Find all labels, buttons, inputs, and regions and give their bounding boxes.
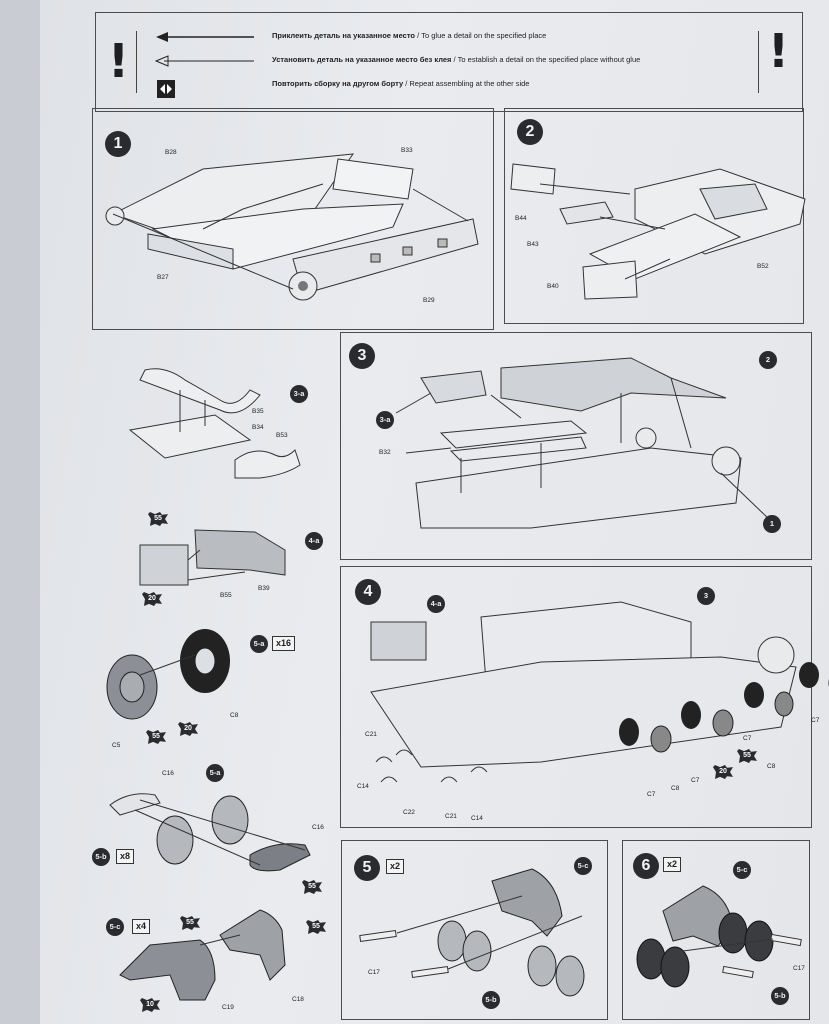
step-1-number: 1 [105, 131, 131, 157]
part-label-c17: C17 [793, 965, 805, 972]
part-label-c7-a: C7 [647, 791, 656, 798]
legend-noglue-line: Установить деталь на указанное место без… [272, 55, 641, 64]
paint-code-55-badge: 55 [306, 920, 326, 934]
ref-step-5a-marker: 5-a [206, 764, 224, 782]
part-label-c17: C17 [368, 969, 380, 976]
part-label-b34: B34 [252, 424, 264, 431]
hull-assembly-drawing [395, 357, 772, 529]
sub-step-4a-number: 4-a [305, 532, 323, 550]
paint-code-20-badge: 20 [713, 765, 733, 779]
part-label-c7-b: C7 [691, 777, 700, 784]
sub-step-5a-number: 5-a [250, 635, 268, 653]
legend-box: ! Приклеить деталь на указанное место / … [95, 12, 803, 112]
ref-step-3-marker: 3 [697, 587, 715, 605]
paint-code-55-badge: 55 [737, 749, 757, 763]
quantity-x8-badge: x8 [116, 849, 135, 864]
hull-lower-parts-drawing [105, 153, 479, 301]
ref-step-4a-marker: 4-a [427, 595, 445, 613]
glue-arrow-icon [156, 32, 254, 42]
part-label-c5: C5 [112, 742, 121, 749]
step-4-number: 4 [355, 579, 381, 605]
mirrored-bogie-assembly-drawing [636, 885, 802, 988]
legend-divider-right [758, 31, 759, 93]
part-label-c7-c: C7 [743, 735, 752, 742]
part-label-b27: B27 [157, 274, 169, 281]
step-3-number: 3 [349, 343, 375, 369]
part-label-c22: C22 [403, 809, 415, 816]
part-label-c19: C19 [222, 1004, 234, 1011]
quantity-x2-badge: x2 [386, 859, 405, 874]
part-label-b32: B32 [379, 449, 391, 456]
part-label-c21-left: C21 [365, 731, 377, 738]
legend-repeat-line: Повторить сборку на другом борту / Repea… [272, 79, 530, 88]
paint-code-10-badge: 10 [140, 998, 160, 1012]
wheel-pair-drawing [106, 629, 230, 720]
sub-step-5c-number: 5-c [106, 918, 124, 936]
part-label-b43: B43 [527, 241, 539, 248]
ref-step-5c-marker: 5-c [733, 861, 751, 879]
bogie-assembly-drawing [359, 868, 585, 997]
ref-step-2-marker: 2 [759, 351, 777, 369]
exclamation-mark-right: ! [768, 24, 789, 78]
part-label-b33: B33 [401, 147, 413, 154]
part-label-c8-a: C8 [671, 785, 680, 792]
legend-divider-left [136, 31, 137, 93]
part-label-b55: B55 [220, 592, 232, 599]
step-2-panel: 2 B44 B43 B40 B52 [504, 108, 806, 324]
sub-step-3a-number: 3-a [290, 385, 308, 403]
ref-step-5c-marker: 5-c [574, 857, 592, 875]
paint-code-55-badge: 55 [180, 916, 200, 930]
ref-step-5b-marker: 5-b [482, 991, 500, 1009]
sub-assembly-4a-drawing [139, 529, 286, 586]
part-label-c8-b: C8 [767, 763, 776, 770]
part-label-c8: C8 [230, 712, 239, 719]
step-6-number: 6 [633, 853, 659, 879]
exclamation-mark-left: ! [108, 34, 129, 88]
part-label-c14-left: C14 [357, 783, 369, 790]
step-1-panel: 1 B28 B33 B27 B29 [92, 108, 494, 330]
bogie-arm-drawing [109, 793, 311, 872]
part-label-b52: B52 [757, 263, 769, 270]
part-label-c16-right: C16 [312, 824, 324, 831]
part-label-c16-top: C16 [162, 770, 174, 777]
legend-glue-line: Приклеить деталь на указанное место / To… [272, 31, 547, 40]
paint-code-20-badge: 20 [142, 592, 162, 606]
ref-step-3a-marker: 3-a [376, 411, 394, 429]
ref-step-5b-marker: 5-b [771, 987, 789, 1005]
bogie-bracket-drawing [119, 909, 286, 1001]
part-label-b40: B40 [547, 283, 559, 290]
part-label-b53: B53 [276, 432, 288, 439]
part-label-c14-right: C14 [471, 815, 483, 822]
quantity-x4-badge: x4 [132, 919, 151, 934]
part-label-b28: B28 [165, 149, 177, 156]
paint-code-55-badge: 55 [302, 880, 322, 894]
step-2-number: 2 [517, 119, 543, 145]
paint-code-20-badge: 20 [178, 722, 198, 736]
quantity-x2-badge: x2 [663, 857, 682, 872]
instruction-sheet: ! Приклеить деталь на указанное место / … [40, 0, 829, 1024]
hull-with-suspension-drawing [370, 601, 829, 783]
part-label-b39: B39 [258, 585, 270, 592]
part-label-c21-right: C21 [445, 813, 457, 820]
step-5-panel: 5 x2 5-c 5-b C17 [341, 840, 608, 1020]
part-label-b29: B29 [423, 297, 435, 304]
part-label-c7-d: C7 [811, 717, 820, 724]
repeat-other-side-icon [157, 80, 175, 98]
part-label-b35: B35 [252, 408, 264, 415]
step-6-panel: 6 x2 5-c 5-b C17 [622, 840, 810, 1020]
no-glue-arrow-icon [154, 55, 254, 67]
sub-assembly-3a-drawing [128, 368, 301, 479]
step-3-panel: 3 2 3-a 1 B32 [340, 332, 812, 560]
ref-step-1-marker: 1 [763, 515, 781, 533]
paint-code-55-badge: 55 [148, 512, 168, 526]
quantity-x16-badge: x16 [272, 636, 296, 651]
part-label-b44: B44 [515, 215, 527, 222]
hull-upper-parts-drawing [510, 163, 806, 300]
sub-step-5b-number: 5-b [92, 848, 110, 866]
step-5-number: 5 [354, 855, 380, 881]
step-4-panel: 4 4-a 3 C21 C14 C22 C21 C14 C7 C8 C7 C7 … [340, 566, 829, 828]
part-label-c18: C18 [292, 996, 304, 1003]
paint-code-55-badge: 55 [146, 730, 166, 744]
road-wheel-group [619, 662, 829, 753]
